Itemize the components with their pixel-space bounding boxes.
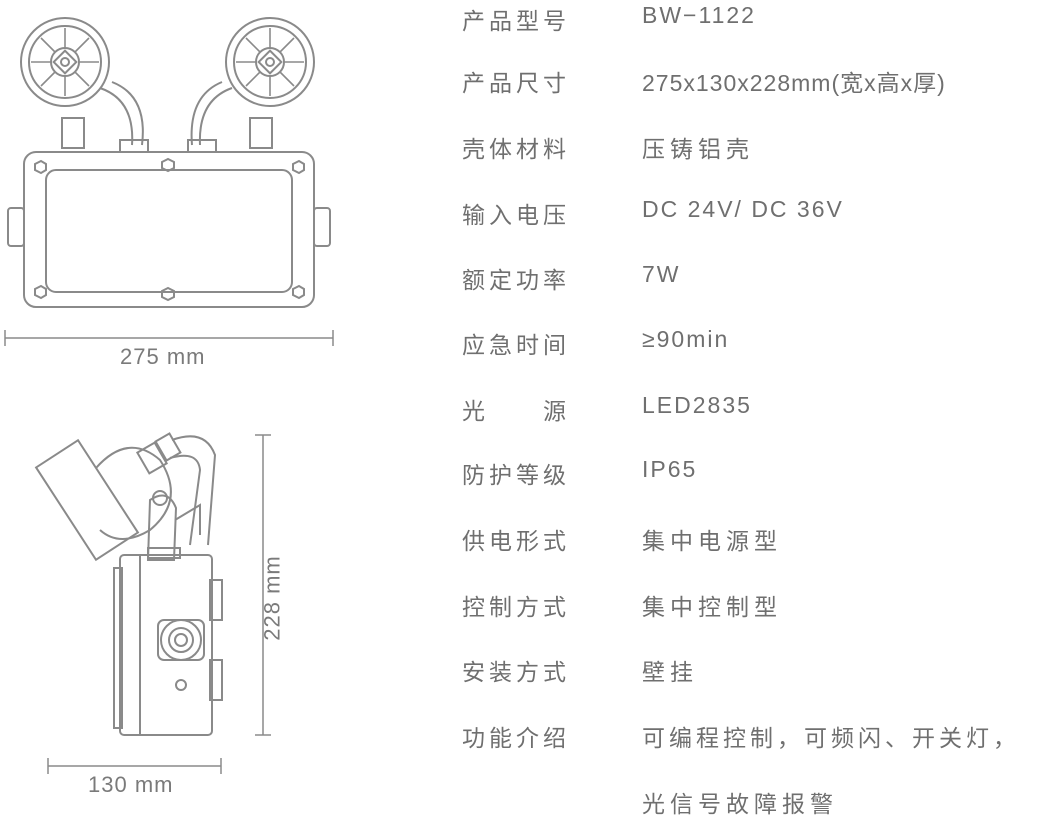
height-dimension-label: 228 mm <box>259 555 285 641</box>
spec-value: 压铸铝壳 <box>642 137 754 163</box>
spec-row-model: 产品型号 BW−1122 <box>462 2 1050 42</box>
spec-value: 275x130x228mm(宽x高x厚) <box>642 70 946 96</box>
spec-row-control: 控制方式 集中控制型 <box>462 588 1050 628</box>
spec-row-power: 额定功率 7W <box>462 261 1050 301</box>
spec-label: 壳体材料 <box>462 137 570 163</box>
spec-label: 供电形式 <box>462 529 570 555</box>
spec-value: ≥90min <box>642 326 730 352</box>
spec-row-power-supply: 供电形式 集中电源型 <box>462 522 1050 562</box>
spec-value: IP65 <box>642 456 698 482</box>
front-body <box>7 151 331 308</box>
spec-value: 集中电源型 <box>642 529 782 555</box>
side-view-drawing <box>34 432 271 774</box>
side-lamp-head <box>34 432 217 562</box>
spec-row-size: 产品尺寸 275x130x228mm(宽x高x厚) <box>462 64 1050 104</box>
spec-label: 控制方式 <box>462 595 570 621</box>
width-dimension-label: 275 mm <box>120 344 206 369</box>
width-dimension-line <box>4 330 334 346</box>
spec-label: 防护等级 <box>462 463 570 489</box>
spec-value: 壁挂 <box>642 660 698 686</box>
depth-dimension-label: 130 mm <box>88 772 174 797</box>
spec-row-functions: 功能介绍 可编程控制，可频闪、开关灯， 光信号故障报警 <box>462 719 1050 818</box>
side-body <box>113 547 223 736</box>
depth-dimension-line <box>47 758 222 774</box>
spec-label: 安装方式 <box>462 660 570 686</box>
spec-row-protection: 防护等级 IP65 <box>462 456 1050 496</box>
spec-label: 光 源 <box>462 399 570 425</box>
spec-value: BW−1122 <box>642 2 756 28</box>
spec-value: DC 24V/ DC 36V <box>642 196 844 222</box>
left-lamp-head <box>20 17 149 153</box>
spec-label: 产品尺寸 <box>462 71 570 97</box>
height-dimension-line <box>255 434 271 736</box>
spec-label: 产品型号 <box>462 9 570 35</box>
spec-row-light-source: 光 源 LED2835 <box>462 392 1050 432</box>
product-technical-drawing <box>4 17 334 774</box>
spec-row-installation: 安装方式 壁挂 <box>462 653 1050 693</box>
spec-label: 应急时间 <box>462 333 570 359</box>
front-view-drawing <box>4 17 334 346</box>
spec-value: 集中控制型 <box>642 595 782 621</box>
spec-label: 输入电压 <box>462 203 570 229</box>
spec-value-continued: 光信号故障报警 <box>642 792 838 818</box>
right-lamp-head <box>187 17 315 153</box>
spec-row-voltage: 输入电压 DC 24V/ DC 36V <box>462 196 1050 236</box>
spec-row-emergency-time: 应急时间 ≥90min <box>462 326 1050 366</box>
spec-value: 7W <box>642 261 681 287</box>
spec-label: 额定功率 <box>462 268 570 294</box>
spec-label: 功能介绍 <box>462 726 570 752</box>
spec-row-material: 壳体材料 压铸铝壳 <box>462 130 1050 170</box>
spec-value: LED2835 <box>642 392 752 418</box>
spec-value: 可编程控制，可频闪、开关灯， <box>642 726 1020 752</box>
